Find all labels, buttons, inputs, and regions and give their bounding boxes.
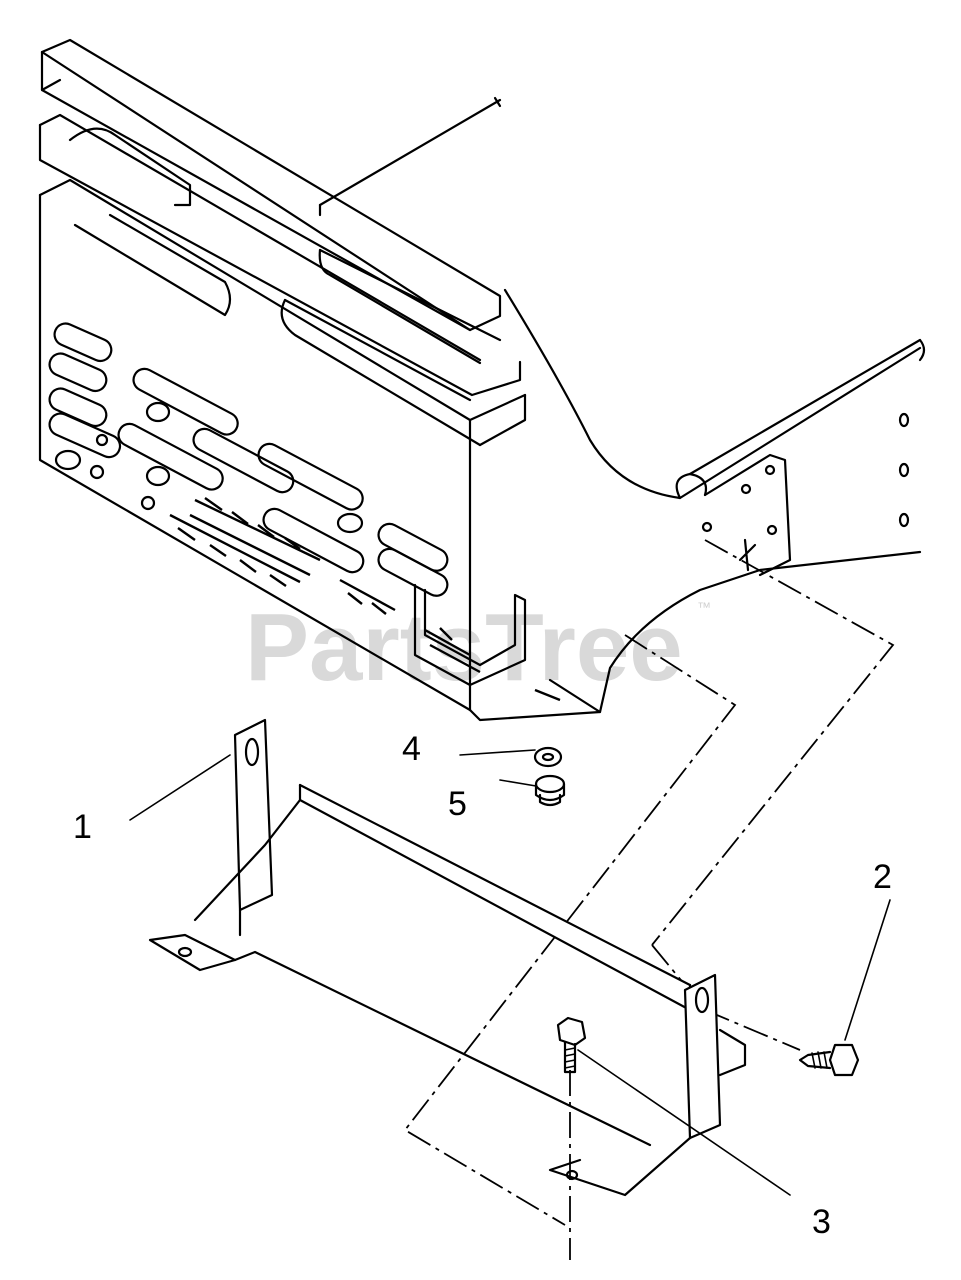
frame-assembly (38, 38, 926, 722)
leader-lines (129, 749, 891, 1196)
callout-2: 2 (873, 858, 892, 896)
part-2-screw (798, 1043, 860, 1077)
watermark-trademark: ™ (697, 599, 711, 615)
part-3-bolt (556, 1016, 587, 1074)
callout-5: 5 (448, 785, 467, 823)
assembly-lines (403, 539, 895, 1260)
part-5-nut (534, 774, 566, 807)
watermark-text: PartsTree (245, 594, 683, 701)
callout-4: 4 (402, 730, 421, 768)
callout-3: 3 (812, 1203, 831, 1241)
part-1-bracket (148, 718, 747, 1197)
callout-1: 1 (73, 808, 92, 846)
part-4-washer (533, 746, 563, 768)
